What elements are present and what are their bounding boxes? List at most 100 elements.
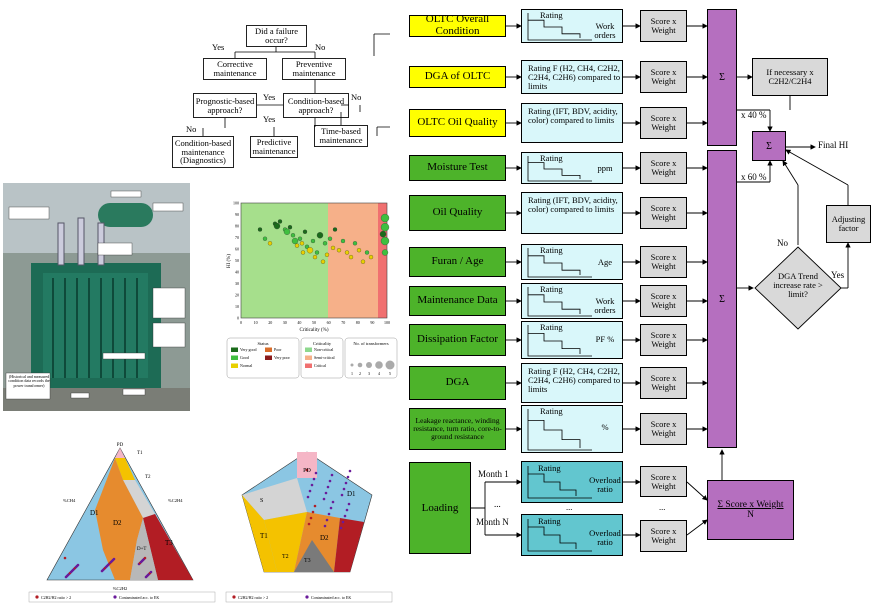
score-text: Score x Weight [650,158,677,177]
pentagon-point [310,483,314,487]
month1-rating-label: Rating [538,463,561,473]
criticality-swatch [305,363,312,368]
monthN-score-text: Score x Weight [650,526,677,545]
triangle-point [143,556,147,560]
scatter-point [283,228,291,235]
factor-label: OLTC Oil Quality [417,116,498,129]
oltc-sigma: Σ [719,72,725,83]
pentagon-point [305,468,309,472]
maintenance-flowchart [373,33,390,136]
pent-t3: T3 [304,558,311,564]
pentagon-point [331,500,335,504]
count-legend [344,337,398,379]
pent-legend-1: C2H2/H2 ratio > 2 [238,595,268,600]
main-sigma: Σ [719,293,725,305]
preventive-box: Preventive maintenance [282,58,346,80]
scatter-point [300,250,306,255]
rating-text: Rating [540,322,563,332]
factor-rating-2: Rating (IFT, BDV, acidity, color) compar… [521,103,623,143]
cbm-box: Condition-based maintenance (Diagnostics… [172,136,234,168]
pentagon-point [323,524,327,528]
rating-unit: Work orders [594,20,616,40]
pentagon-point [344,481,348,485]
score-text: Score x Weight [650,419,677,438]
criticality-legend-title: Criticality [313,341,332,346]
scatter-point [379,230,387,238]
duval-triangle: PD T1 T2 D1 D2 D+T T3 %CH4 %C2H4 %C2H2 C… [28,443,216,603]
no-label-1: No [315,42,326,52]
score-text: Score x Weight [650,16,677,35]
rating-unit: Work orders [594,295,616,315]
scatter-ytick: 30 [235,281,239,286]
x40-label: x 40 % [741,110,767,120]
scatter-point [273,222,281,230]
month1-label: Month 1 [478,469,509,479]
scatter-xlabel: Criticality (%) [299,328,328,333]
factor-score-2: Score x Weight [640,107,687,139]
monthN-rating-label: Rating [538,516,561,526]
factor-score-8: Score x Weight [640,367,687,399]
factor-label: Moisture Test [427,161,488,174]
scatter-point [336,248,342,253]
scatter-xtick: 60 [327,320,331,325]
scatter-point [262,236,268,241]
scatter-point [340,238,346,244]
factor-7: Dissipation Factor [409,324,506,356]
scatter-point [380,223,390,232]
factor-6: Maintenance Data [409,286,506,316]
timebased-box: Time-based maintenance [314,125,368,147]
count-legend-circles [350,360,395,370]
pent-d2: D2 [320,534,329,542]
scatter-point [330,245,336,251]
tri-bottom-axis: %C2H2 [113,586,128,591]
scatter-point [327,236,333,241]
rating-text: Rating [540,245,563,255]
scatter-point [381,249,389,256]
pentagon-point [345,508,349,512]
pentagon-point [314,471,318,475]
scatter-point [297,236,303,241]
pent-d1: D1 [347,490,356,498]
pentagon-point [326,485,330,489]
factor-label: DGA [445,376,470,389]
tri-t3: T3 [165,539,173,547]
pentagon-point [311,510,315,514]
scatter-xtick: 50 [312,320,316,325]
factor-label: Maintenance Data [417,294,498,307]
scatter-point [299,241,305,246]
scatter-xtick: 30 [283,320,287,325]
scatter-point [291,237,299,245]
loading-month1-score: Score x Weight [640,466,687,497]
rating-text: Rating F (H2, CH4, C2H2, C2H4, C2H6) com… [528,366,621,394]
x60-label: x 60 % [741,172,767,182]
factor-score-4: Score x Weight [640,197,687,229]
factor-score-1: Score x Weight [640,61,687,93]
criticality-swatch [305,355,312,360]
tri-legend-1: C2H2/H2 ratio > 2 [41,595,71,600]
scatter-point [344,250,350,255]
triangle-point [149,570,153,574]
scatter-ytick: 0 [237,316,239,321]
status-legend [226,337,300,379]
photo-caption: (Historical and measured condition data … [8,374,50,388]
criticality-label: Critical [314,363,327,368]
triangle-point [76,563,80,567]
factor-score-0: Score x Weight [640,10,687,42]
scatter-point [294,243,300,248]
tri-t1: T1 [137,451,143,456]
factor-1: DGA of OLTC [409,66,506,88]
final-hi-label: Final HI [818,140,849,150]
main-sigma-bar: Σ [707,150,737,448]
status-swatch [265,355,272,360]
scatter-point [257,227,263,232]
score-text: Score x Weight [650,113,677,132]
tri-left-axis: %CH4 [63,498,76,503]
scatter-point [332,227,338,232]
scatter-point [277,219,283,224]
scatter-point [364,250,370,255]
yes-label-3: Yes [263,114,276,124]
scatter-point [322,241,328,246]
transformer-illustration [3,183,190,411]
score-text: Score x Weight [650,252,677,271]
months-dots: ... [494,499,501,509]
